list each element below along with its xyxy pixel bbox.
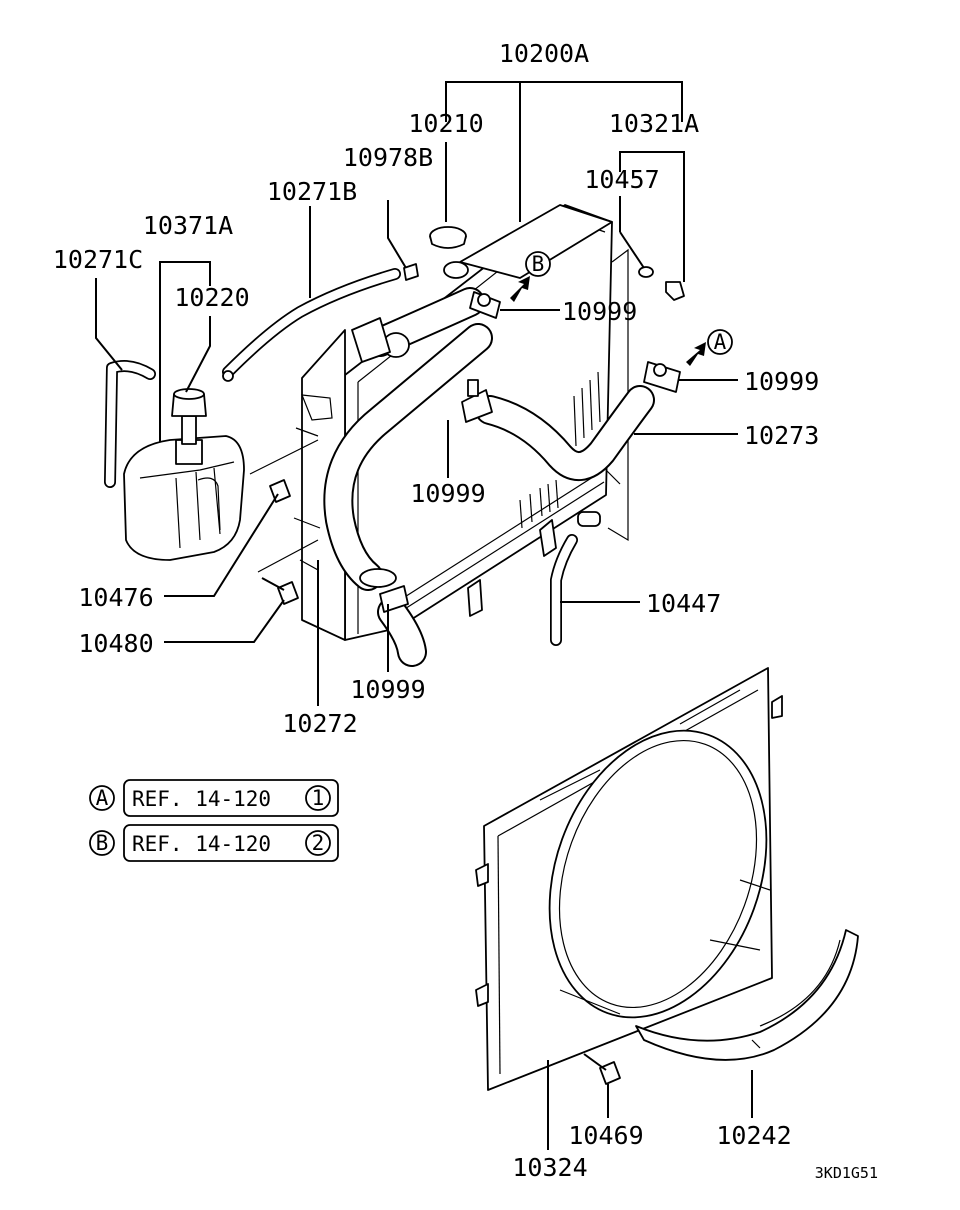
drawing-code: 3KD1G51 (815, 1164, 878, 1182)
reference-a: A REF. 14-120 1 (89, 779, 339, 817)
radiator-hose-10273 (475, 385, 655, 481)
arrow-to-a: A (686, 329, 733, 366)
reference-b-letter: B (96, 831, 109, 855)
radiator-cap (429, 226, 469, 279)
reference-b-number: 2 (312, 831, 325, 855)
label-10321A: 10321A (609, 109, 699, 138)
fan-shroud (475, 667, 783, 1091)
lower-radiator-hose (323, 323, 493, 667)
label-10978B: 10978B (343, 143, 433, 172)
reference-a-letter: A (96, 786, 109, 810)
callout-b-letter: B (532, 252, 545, 276)
bolt-10476 (269, 479, 291, 503)
reference-a-text: REF. 14-120 (132, 787, 271, 811)
bolt-10480 (261, 577, 299, 605)
bolt-10469 (583, 1053, 621, 1085)
label-10271B: 10271B (267, 177, 357, 206)
part-labels: 10200A 10210 10321A 10978B 10457 10271B … (53, 39, 819, 1182)
reference-a-number: 1 (312, 786, 325, 810)
drain-hose-10447 (550, 534, 578, 646)
drain-cock (638, 266, 685, 301)
label-10999-b: 10999 (562, 297, 637, 326)
label-10200A: 10200A (499, 39, 589, 68)
hose-clamp-10978b (403, 263, 419, 281)
label-10476: 10476 (78, 583, 153, 612)
label-10999-a: 10999 (744, 367, 819, 396)
reference-b-text: REF. 14-120 (132, 832, 271, 856)
reserve-tank-cap (222, 370, 234, 382)
label-10371A: 10371A (143, 211, 233, 240)
label-10242: 10242 (716, 1121, 791, 1150)
reserve-tank (123, 388, 245, 561)
callout-a-letter: A (714, 330, 727, 354)
label-10220: 10220 (174, 283, 249, 312)
label-10447: 10447 (646, 589, 721, 618)
label-10469: 10469 (568, 1121, 643, 1150)
overflow-hose-10271c (104, 360, 156, 488)
label-10999-mid: 10999 (410, 479, 485, 508)
clamp-10999-mid (461, 379, 493, 423)
label-10480: 10480 (78, 629, 153, 658)
label-10210: 10210 (408, 109, 483, 138)
reference-b: B REF. 14-120 2 (89, 824, 339, 862)
overflow-hose (222, 268, 401, 378)
clamp-10999-a (643, 361, 681, 393)
outlet-pipe (539, 511, 601, 557)
arrow-to-b: B (510, 251, 551, 302)
label-10272: 10272 (282, 709, 357, 738)
upper-hose (351, 287, 485, 363)
label-10271C: 10271C (53, 245, 143, 274)
label-10273: 10273 (744, 421, 819, 450)
fan-shroud-lower (635, 929, 859, 1061)
label-10457: 10457 (584, 165, 659, 194)
label-10999-low: 10999 (350, 675, 425, 704)
clamp-10999-b (469, 291, 501, 319)
leader-lines (95, 81, 753, 1150)
label-10324: 10324 (512, 1153, 587, 1182)
